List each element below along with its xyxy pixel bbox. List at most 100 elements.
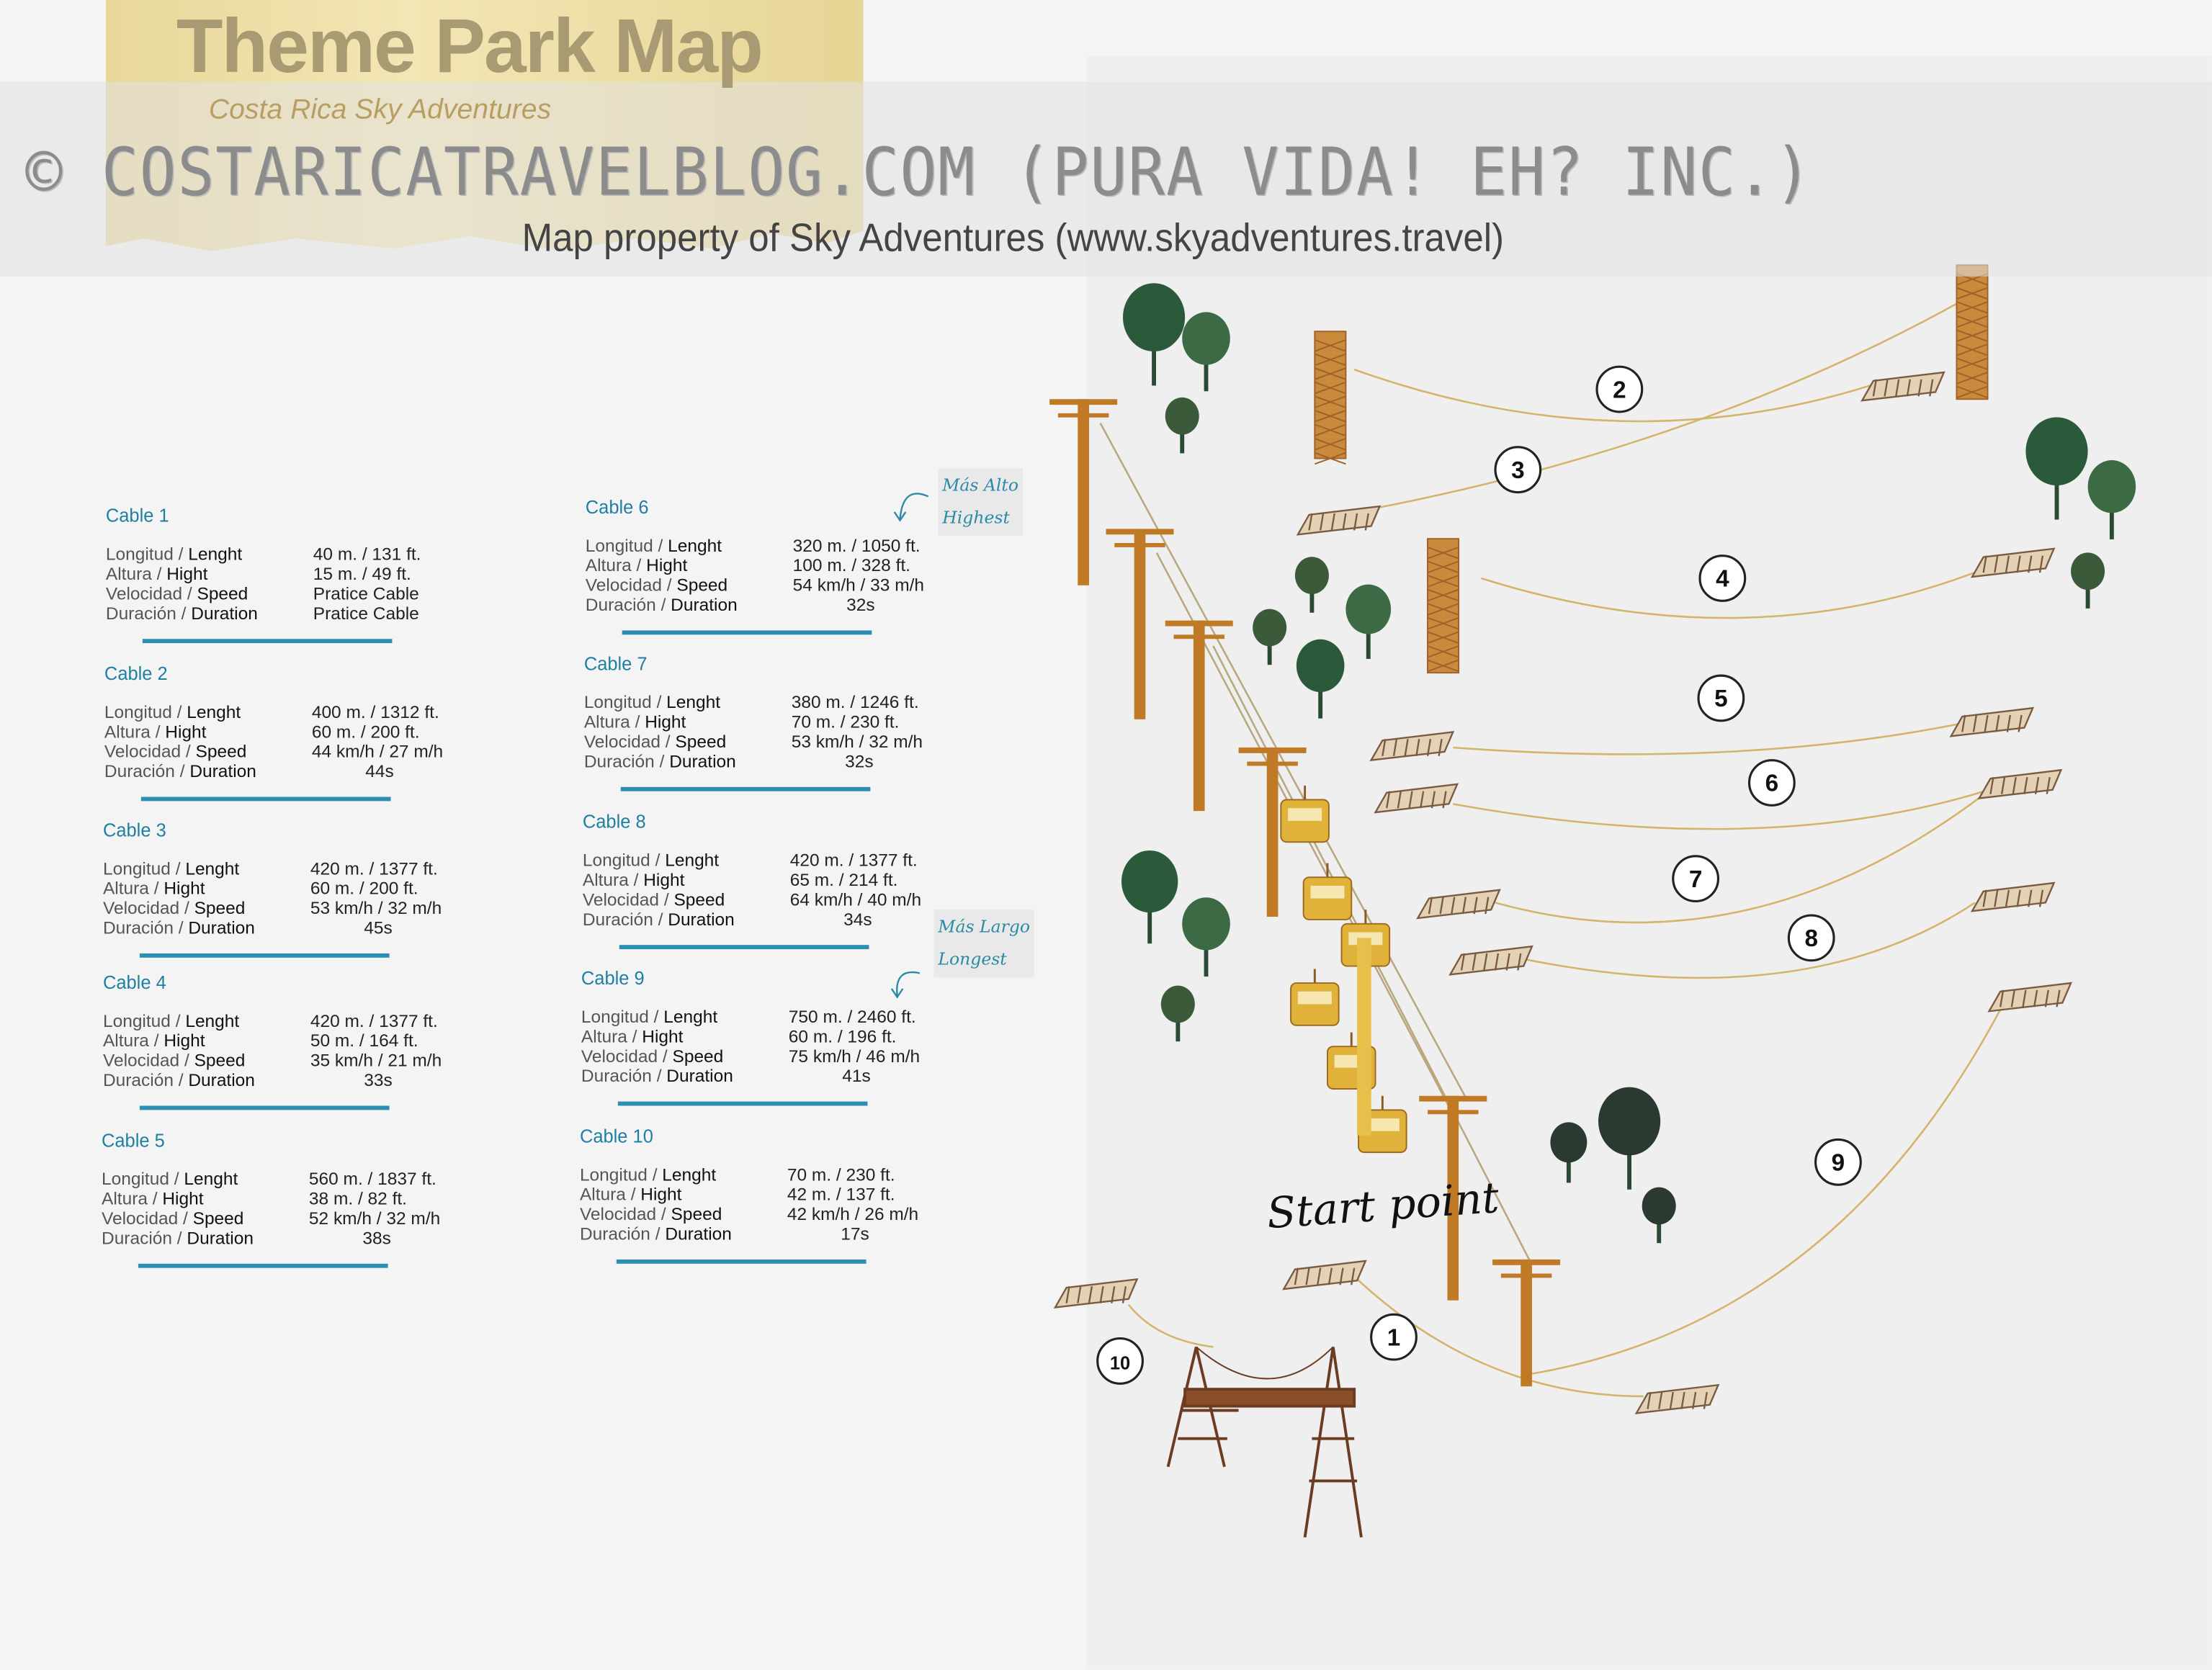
platform-icon: [1970, 881, 2056, 912]
spec-value-speed: 42 km/h / 26 m/h: [787, 1204, 919, 1224]
cable-line-4: [1481, 566, 1989, 619]
label-es: Velocidad: [102, 1051, 180, 1071]
label-es: Velocidad: [105, 583, 183, 604]
label-es: Velocidad: [102, 898, 180, 918]
cable-marker-7: 7: [1672, 855, 1720, 903]
label-en: Hight: [164, 879, 205, 899]
spec-label: Duración / Duration: [102, 1228, 254, 1249]
spec-label: Altura / Hight: [102, 879, 205, 899]
spec-label: Altura / Hight: [102, 1031, 205, 1051]
spec-value-duration: 34s: [843, 910, 872, 930]
cable-line-3: [1340, 298, 1966, 516]
label-en: Speed: [194, 1051, 246, 1071]
gondola-icon: [1302, 863, 1353, 920]
label-en: Duration: [668, 910, 735, 930]
cable-title: Cable 10: [579, 1125, 653, 1147]
spec-value-length: 560 m. / 1837 ft.: [308, 1169, 436, 1190]
spec-label: Velocidad / Speed: [581, 1046, 724, 1067]
platform-icon: [1448, 945, 1533, 976]
spec-label: Velocidad / Speed: [102, 1051, 246, 1071]
label-es: Altura: [102, 879, 149, 899]
divider: [140, 796, 391, 802]
tower-icon: [1049, 399, 1118, 585]
lattice-tower-icon: [1314, 331, 1347, 465]
lattice-tower-icon: [1427, 538, 1460, 674]
gondola-cables: [1099, 422, 1532, 1263]
label-en: Lenght: [668, 536, 722, 556]
cable-line-5: [1453, 722, 1961, 755]
label-es: Longitud: [102, 1011, 171, 1031]
label-es: Longitud: [582, 850, 650, 871]
label-en: Lenght: [188, 544, 243, 565]
page-title: Theme Park Map: [176, 4, 764, 89]
label-es: Longitud: [579, 1164, 648, 1185]
property-note: Map property of Sky Adventures (www.skya…: [521, 215, 1505, 260]
platform-icon: [1977, 768, 2063, 799]
label-es: Altura: [581, 1026, 627, 1047]
spec-value-length: 750 m. / 2460 ft.: [788, 1007, 916, 1027]
marker-number: 10: [1110, 1354, 1130, 1374]
spec-label: Longitud / Lenght: [582, 850, 720, 871]
label-es: Duración: [105, 603, 176, 624]
platform-icon: [1634, 1383, 1720, 1414]
marker-number: 9: [1832, 1150, 1845, 1177]
note-longest: Más Largo Longest: [933, 910, 1034, 978]
spec-value-speed: 54 km/h / 33 m/h: [792, 575, 925, 596]
tree-icon: [2071, 552, 2105, 609]
tower-icon: [1492, 1259, 1561, 1387]
label-en: Duration: [671, 595, 738, 615]
spec-label: Longitud / Lenght: [581, 1007, 718, 1027]
spec-label: Altura / Hight: [104, 722, 207, 742]
label-en: Speed: [195, 742, 247, 762]
label-es: Velocidad: [102, 1208, 179, 1229]
label-es: Velocidad: [583, 732, 661, 752]
spec-value-height: 60 m. / 196 ft.: [788, 1026, 897, 1047]
platform-icon: [1970, 547, 2056, 578]
marker-number: 7: [1689, 866, 1703, 893]
label-en: Hight: [640, 1185, 682, 1205]
spec-value-duration: 32s: [845, 751, 874, 772]
spec-label: Velocidad / Speed: [579, 1204, 722, 1224]
spec-row-height: Altura / Hight 60 m. / 200 ft.: [104, 722, 471, 742]
spec-label: Duración / Duration: [102, 1070, 255, 1090]
spec-value-speed: 52 km/h / 32 m/h: [308, 1208, 441, 1229]
label-en: Speed: [676, 575, 728, 596]
spec-label: Longitud / Lenght: [583, 692, 721, 713]
spec-value-height: 38 m. / 82 ft.: [308, 1189, 407, 1209]
tree-icon: [1642, 1187, 1676, 1244]
cable-line-10: [1127, 1303, 1214, 1348]
label-es: Altura: [582, 870, 629, 890]
label-en: Duration: [669, 751, 736, 772]
label-es: Longitud: [102, 1169, 169, 1190]
marker-number: 8: [1804, 925, 1818, 952]
spec-label: Altura / Hight: [583, 712, 686, 732]
tree-icon: [1598, 1087, 1661, 1190]
label-en: Hight: [162, 1189, 204, 1209]
tree-icon: [1122, 283, 1186, 386]
spec-value-speed: 53 km/h / 32 m/h: [310, 898, 442, 918]
watermark-band: [0, 81, 2212, 277]
label-en: Hight: [646, 555, 688, 576]
spec-value-duration: 44s: [365, 761, 394, 782]
spec-value-height: 60 m. / 200 ft.: [311, 722, 420, 742]
label-en: Lenght: [185, 1011, 240, 1031]
spec-value-length: 40 m. / 131 ft.: [313, 544, 421, 565]
label-es: Longitud: [102, 858, 171, 879]
platform-icon: [1374, 783, 1459, 814]
spec-value-duration: Pratice Cable: [313, 603, 419, 624]
